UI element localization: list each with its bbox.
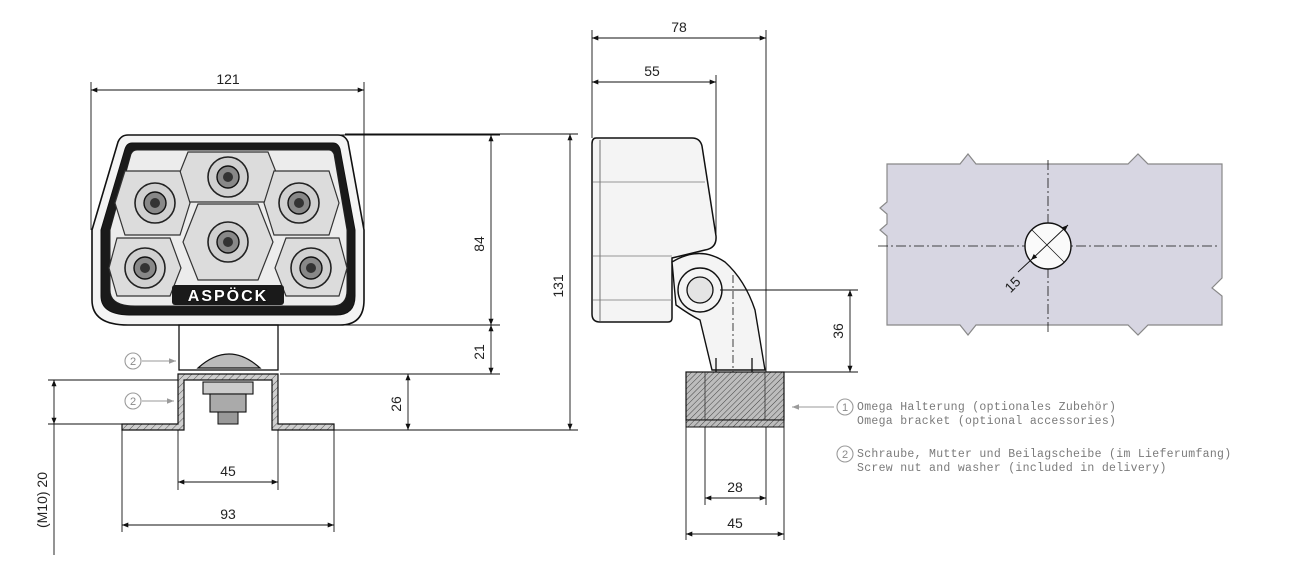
dim-45-base: 45: [727, 515, 743, 531]
nut: [202, 381, 254, 395]
dim-26: 26: [388, 396, 404, 412]
dim-28: 28: [727, 479, 743, 495]
led-module: [108, 237, 182, 297]
callout-2a: 2: [124, 352, 176, 370]
side-bracket-plate: [685, 419, 785, 428]
legend-item-1-line1: Omega Halterung (optionales Zubehör): [857, 401, 1116, 414]
brand-logo-text: ASPÖCK: [188, 286, 268, 305]
legend-item-1-num: 1: [842, 402, 848, 414]
brand-plate: [172, 285, 284, 305]
dim-45-bracket: 45: [220, 463, 236, 479]
bolt-head: [209, 393, 247, 413]
washer-dome: [196, 353, 262, 369]
led-module: [274, 237, 348, 297]
callout-2b: 2: [124, 392, 174, 410]
dim-55: 55: [644, 63, 660, 79]
legend-item-1-line2: Omega bracket (optional accessories): [857, 415, 1116, 428]
plate-view: 15: [878, 153, 1223, 336]
dim-36: 36: [830, 323, 846, 339]
dim-m10-20: (M10) 20: [34, 472, 50, 528]
side-housing: [591, 137, 717, 323]
legend-item-2-line2: Screw nut and washer (included in delive…: [857, 462, 1167, 475]
dim-131: 131: [550, 274, 566, 298]
led-module: [263, 170, 340, 236]
side-bracket-section: [685, 371, 785, 421]
dim-78: 78: [671, 19, 687, 35]
legend-item-2-line1: Schraube, Mutter und Beilagscheibe (im L…: [857, 448, 1231, 461]
dim-21: 21: [471, 344, 487, 360]
side-view: 78 55 36 28 45: [591, 19, 858, 540]
pivot-inner: [686, 276, 714, 304]
dim-84: 84: [471, 236, 487, 252]
legend-item-2-num: 2: [842, 449, 848, 461]
legend-item-1: 1 Omega Halterung (optionales Zubehör) O…: [836, 398, 1116, 428]
callout-2b-label: 2: [130, 396, 136, 408]
callout-2a-label: 2: [130, 356, 136, 368]
led-module: [177, 151, 279, 203]
side-mount-arm: [671, 252, 766, 371]
front-view: ASPÖCK 2 2: [34, 71, 578, 555]
dim-121: 121: [216, 71, 240, 87]
led-module: [182, 203, 274, 281]
legend: 1 Omega Halterung (optionales Zubehör) O…: [836, 398, 1231, 475]
led-module: [114, 170, 191, 236]
dim-93: 93: [220, 506, 236, 522]
led-modules: [108, 151, 348, 297]
legend-item-2: 2 Schraube, Mutter und Beilagscheibe (im…: [836, 445, 1231, 475]
bolt-shank: [217, 411, 239, 425]
mount-stem: [178, 324, 279, 371]
